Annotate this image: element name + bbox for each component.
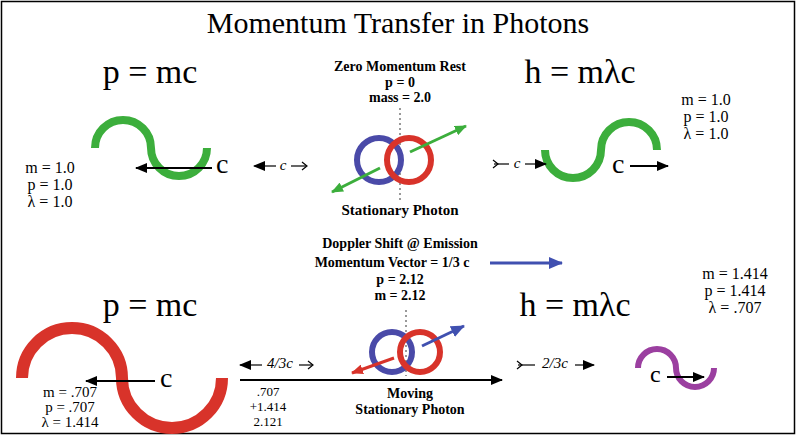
photon-value: m = .707	[43, 385, 97, 400]
photon-value: m = 1.414	[702, 266, 767, 282]
velocity-arrow	[630, 165, 668, 167]
small-arrow	[240, 364, 262, 365]
photon-value: p = 1.414	[704, 283, 765, 299]
state-heading: Doppler Shift @ Emission	[322, 237, 478, 251]
small-arrow	[575, 364, 594, 365]
sum-value: +1.414	[250, 400, 287, 413]
photon-value: p = 1.0	[27, 177, 72, 193]
small-arrow	[308, 361, 313, 369]
speed-label: c	[160, 364, 172, 392]
state-heading: Stationary Photon	[355, 403, 464, 417]
equation: p = mc	[103, 55, 198, 89]
momentum-arrow	[490, 262, 562, 265]
sum-value: 2.121	[253, 415, 282, 428]
photon-value: m = 1.0	[25, 160, 74, 176]
green-arrow	[332, 168, 380, 192]
small-arrow	[525, 163, 546, 164]
small-arrow	[291, 165, 306, 166]
sum-value: .707	[257, 385, 280, 398]
motion-arrow	[240, 379, 502, 381]
red-arrow	[352, 358, 394, 373]
small-arrow	[493, 160, 498, 168]
state-heading: Zero Momentum Rest	[334, 60, 466, 74]
small-arrow	[494, 163, 509, 164]
green-wave	[545, 122, 657, 178]
state-value: p = 0	[385, 76, 415, 90]
photon-value: p = .707	[45, 400, 95, 415]
red-ring	[400, 332, 440, 372]
small-arrow	[517, 361, 522, 369]
speed-label: c	[216, 150, 228, 178]
relative-speed: 4/3c	[267, 356, 293, 371]
photon-value: λ = .707	[709, 300, 762, 316]
title: Momentum Transfer in Photons	[207, 8, 590, 38]
small-arrow	[254, 165, 276, 166]
state-value: m = 2.12	[374, 289, 425, 303]
state-heading: Momentum Vector = 1/3 c	[315, 256, 470, 270]
state-value: p = 2.12	[376, 273, 423, 287]
purple-wave	[638, 349, 714, 387]
equation: p = mc	[103, 288, 198, 322]
equation: h = mλc	[524, 55, 635, 89]
relative-speed: 2/3c	[542, 356, 568, 371]
velocity-arrow	[86, 380, 155, 382]
state-value: mass = 2.0	[369, 91, 431, 105]
state-heading: Moving	[387, 387, 433, 401]
relative-speed: c	[514, 156, 521, 171]
velocity-arrow	[136, 167, 212, 169]
blue-arrow	[422, 326, 464, 346]
red-wave	[22, 328, 222, 428]
relative-speed: c	[280, 158, 287, 173]
equation: h = mλc	[519, 288, 630, 322]
speed-label: c	[650, 362, 661, 386]
state-heading: Stationary Photon	[341, 203, 458, 218]
green-arrow	[410, 126, 466, 152]
photon-value: λ = 1.414	[42, 415, 99, 430]
small-arrow	[302, 162, 307, 170]
photon-value: p = 1.0	[683, 109, 728, 125]
photon-value: λ = 1.0	[684, 126, 729, 142]
photon-value: m = 1.0	[681, 92, 730, 108]
photon-value: λ = 1.0	[28, 194, 73, 210]
small-arrow	[299, 364, 312, 365]
velocity-arrow	[667, 376, 704, 378]
speed-label: c	[612, 150, 624, 178]
